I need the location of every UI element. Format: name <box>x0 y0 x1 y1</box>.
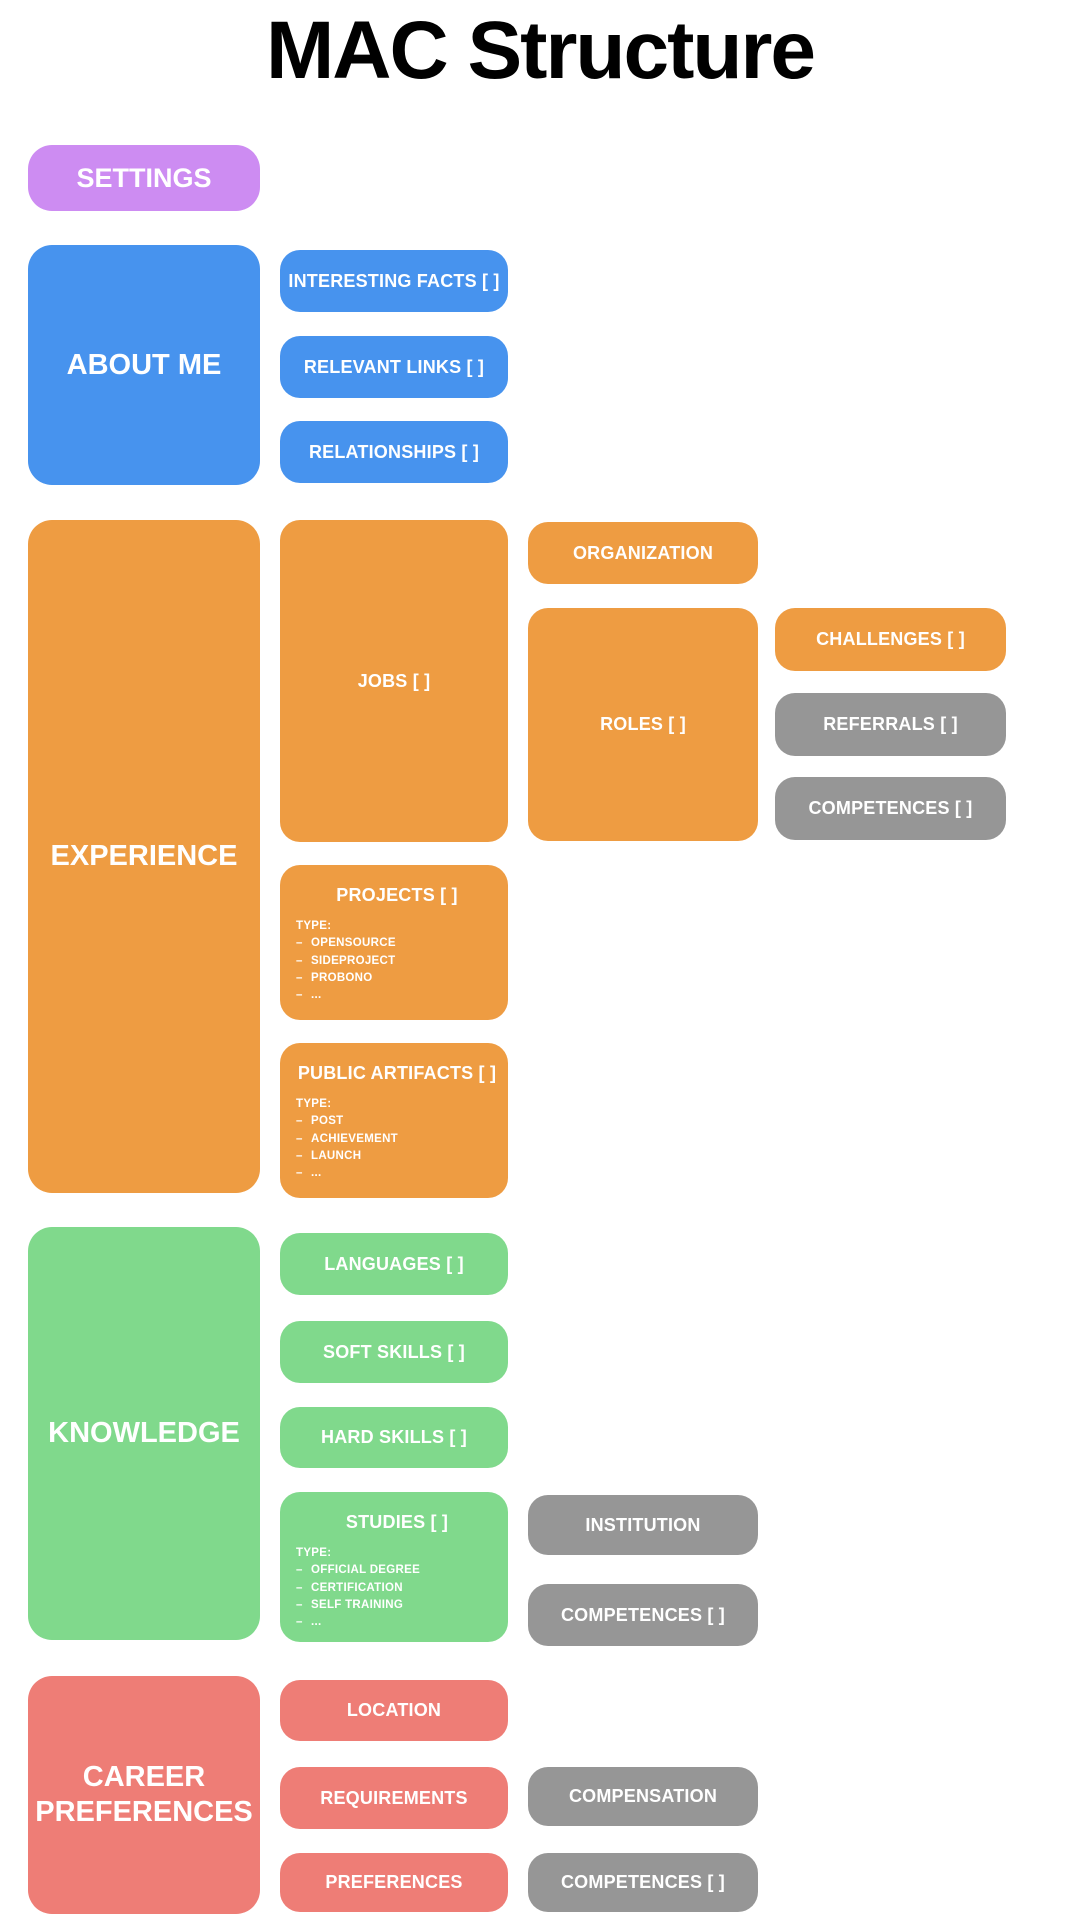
location-node: LOCATION <box>280 1680 508 1741</box>
jobs-node: JOBS [ ] <box>280 520 508 842</box>
interesting-facts-node: INTERESTING FACTS [ ] <box>280 250 508 312</box>
projects-type-item: ... <box>296 987 498 1004</box>
relationships-label: RELATIONSHIPS [ ] <box>308 441 480 462</box>
compensation-label: COMPENSATION <box>568 1786 718 1806</box>
studies-type-item: SELF TRAINING <box>296 1597 498 1614</box>
studies-type-item: CERTIFICATION <box>296 1580 498 1597</box>
public-artifacts-label: PUBLIC ARTIFACTS [ ] <box>297 1063 497 1083</box>
about-me-label: ABOUT ME <box>66 348 222 381</box>
preferences-label: PREFERENCES <box>325 1872 463 1892</box>
studies-label: STUDIES [ ] <box>345 1512 449 1532</box>
projects-type-item: OPENSOURCE <box>296 935 498 952</box>
studies-type-item: OFFICIAL DEGREE <box>296 1562 498 1579</box>
requirements-node: REQUIREMENTS <box>280 1767 508 1829</box>
soft-skills-label: SOFT SKILLS [ ] <box>323 1341 465 1362</box>
hard-skills-label: HARD SKILLS [ ] <box>321 1427 467 1447</box>
settings-node: SETTINGS <box>28 145 260 211</box>
about-me-node: ABOUT ME <box>28 245 260 485</box>
career-preferences-label: CAREER PREFERENCES <box>35 1761 253 1828</box>
location-label: LOCATION <box>346 1700 442 1720</box>
challenges-node: CHALLENGES [ ] <box>775 608 1006 671</box>
compensation-node: COMPENSATION <box>528 1767 758 1826</box>
public-artifacts-type-item: POST <box>296 1113 498 1130</box>
experience-node: EXPERIENCE <box>28 520 260 1193</box>
referrals-label: REFERRALS [ ] <box>823 714 958 734</box>
projects-type-item: SIDEPROJECT <box>296 953 498 970</box>
relationships-node: RELATIONSHIPS [ ] <box>280 421 508 483</box>
roles-node: ROLES [ ] <box>528 608 758 841</box>
competences-studies-node: COMPETENCES [ ] <box>528 1584 758 1646</box>
projects-type-heading: TYPE: <box>296 920 332 932</box>
institution-label: INSTITUTION <box>585 1514 701 1535</box>
studies-type-heading: TYPE: <box>296 1547 332 1559</box>
public-artifacts-type-list: TYPE: POST ACHIEVEMENT LAUNCH ... <box>296 1096 498 1182</box>
public-artifacts-node: PUBLIC ARTIFACTS [ ] TYPE: POST ACHIEVEM… <box>280 1043 508 1198</box>
organization-label: ORGANIZATION <box>572 542 714 563</box>
institution-node: INSTITUTION <box>528 1495 758 1555</box>
studies-node: STUDIES [ ] TYPE: OFFICIAL DEGREE CERTIF… <box>280 1492 508 1642</box>
competences-career-node: COMPETENCES [ ] <box>528 1853 758 1912</box>
public-artifacts-type-item: ... <box>296 1165 498 1182</box>
challenges-label: CHALLENGES [ ] <box>816 629 965 649</box>
organization-node: ORGANIZATION <box>528 522 758 584</box>
competences-roles-label: COMPETENCES [ ] <box>808 798 973 818</box>
public-artifacts-type-item: ACHIEVEMENT <box>296 1131 498 1148</box>
settings-label: SETTINGS <box>76 162 212 193</box>
projects-type-item: PROBONO <box>296 970 498 987</box>
studies-type-item: ... <box>296 1614 498 1631</box>
languages-label: LANGUAGES [ ] <box>324 1253 464 1274</box>
relevant-links-label: RELEVANT LINKS [ ] <box>303 356 485 377</box>
referrals-node: REFERRALS [ ] <box>775 693 1006 756</box>
competences-roles-node: COMPETENCES [ ] <box>775 777 1006 840</box>
studies-type-list: TYPE: OFFICIAL DEGREE CERTIFICATION SELF… <box>296 1545 498 1631</box>
requirements-label: REQUIREMENTS <box>320 1787 468 1808</box>
interesting-facts-label: INTERESTING FACTS [ ] <box>288 270 500 291</box>
jobs-label: JOBS [ ] <box>357 670 431 691</box>
preferences-node: PREFERENCES <box>280 1853 508 1912</box>
roles-label: ROLES [ ] <box>600 714 686 734</box>
public-artifacts-type-item: LAUNCH <box>296 1148 498 1165</box>
knowledge-node: KNOWLEDGE <box>28 1227 260 1640</box>
languages-node: LANGUAGES [ ] <box>280 1233 508 1295</box>
hard-skills-node: HARD SKILLS [ ] <box>280 1407 508 1468</box>
competences-studies-label: COMPETENCES [ ] <box>560 1604 725 1625</box>
experience-label: EXPERIENCE <box>50 840 238 873</box>
projects-type-list: TYPE: OPENSOURCE SIDEPROJECT PROBONO ... <box>296 918 498 1004</box>
competences-career-label: COMPETENCES [ ] <box>560 1872 725 1892</box>
public-artifacts-type-heading: TYPE: <box>296 1098 332 1110</box>
projects-node: PROJECTS [ ] TYPE: OPENSOURCE SIDEPROJEC… <box>280 865 508 1020</box>
career-preferences-node: CAREER PREFERENCES <box>28 1676 260 1914</box>
soft-skills-node: SOFT SKILLS [ ] <box>280 1321 508 1383</box>
page-title: MAC Structure <box>265 5 816 96</box>
relevant-links-node: RELEVANT LINKS [ ] <box>280 336 508 398</box>
projects-label: PROJECTS [ ] <box>336 885 458 905</box>
knowledge-label: KNOWLEDGE <box>48 1417 240 1450</box>
